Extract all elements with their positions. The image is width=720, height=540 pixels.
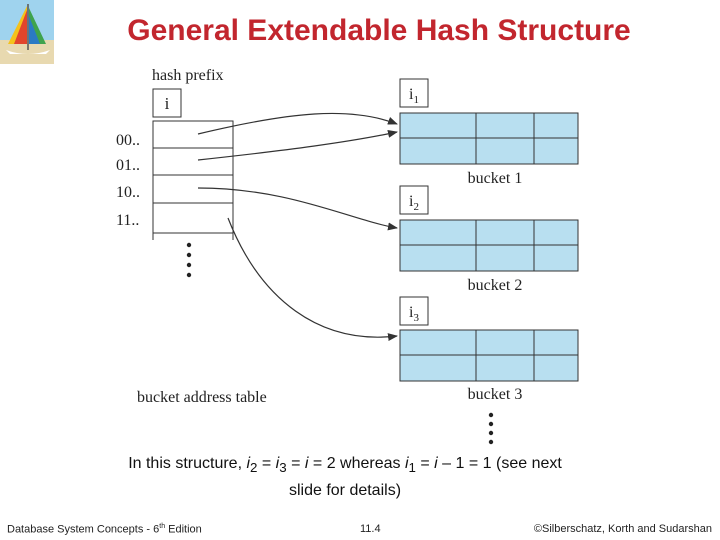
table-row-label: 01..: [116, 157, 140, 174]
bucket-3: [399, 329, 579, 382]
footer-book-title: Database System Concepts - 6th Edition: [7, 523, 202, 536]
pointer-arrow: [227, 217, 398, 342]
table-label: bucket address table: [137, 389, 267, 406]
local-prefix-i3: i3: [409, 304, 419, 324]
bucket-label: bucket 3: [468, 386, 523, 403]
local-prefix-box: [399, 78, 429, 108]
local-prefix-box: [399, 296, 429, 326]
local-prefix-i2: i2: [409, 193, 419, 213]
table-row-label: 10..: [116, 184, 140, 201]
pointer-arrow: [197, 112, 398, 135]
bucket-label: bucket 1: [468, 170, 523, 187]
pointer-arrow: [197, 187, 398, 231]
footer-copyright: ©Silberschatz, Korth and Sudarshan: [533, 523, 712, 535]
global-prefix-box: [152, 88, 182, 118]
bucket-1: [399, 112, 579, 165]
table-continuation-dots: [186, 242, 192, 278]
bucket-continuation-dots: [488, 412, 494, 445]
bucket-label: bucket 2: [468, 277, 523, 294]
footer-page-number: 11.4: [360, 523, 381, 535]
slide-title: General Extendable Hash Structure: [127, 14, 631, 47]
sailboat-logo: [0, 0, 54, 64]
pointer-arrow: [197, 129, 398, 161]
bucket-2: [399, 219, 579, 272]
global-prefix-value: i: [165, 94, 170, 113]
hash-prefix-label: hash prefix: [152, 67, 224, 84]
table-row-label: 11..: [116, 212, 139, 229]
bucket-address-table: [152, 120, 234, 240]
table-row-label: 00..: [116, 132, 140, 149]
local-prefix-box: [399, 185, 429, 215]
local-prefix-i1: i1: [409, 86, 419, 106]
caption: In this structure, i2 = i3 = i = 2 where…: [128, 455, 562, 500]
